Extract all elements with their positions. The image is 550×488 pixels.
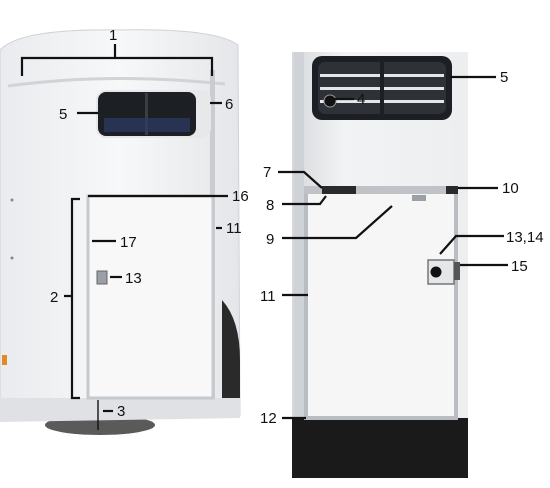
hinge-left: [322, 186, 356, 194]
label-3: 3: [117, 403, 125, 420]
label-1: 1: [109, 27, 117, 44]
label-r15: 15: [511, 258, 528, 275]
bracket-2: [70, 197, 80, 400]
leader-r9: [282, 205, 393, 240]
label-11: 11: [226, 220, 242, 237]
door-handle: [96, 270, 108, 285]
roof-edge: [7, 76, 226, 88]
side-window-divider: [145, 93, 148, 135]
label-r4: 4: [357, 91, 365, 108]
right-trailer-figure: 5 4 7 8 9 10 13,14 15 11 12: [260, 52, 544, 478]
rivet: [10, 198, 14, 202]
window-latch: [323, 94, 337, 108]
leader-1: [20, 56, 214, 76]
label-r11: 11: [260, 288, 276, 305]
door-lock-cylinder: [430, 266, 442, 278]
door-top-rail: [304, 186, 458, 194]
label-r8: 8: [266, 197, 274, 214]
fender: [222, 300, 240, 400]
label-r1314: 13,14: [506, 229, 544, 246]
base-strip: [0, 398, 240, 422]
label-13: 13: [125, 270, 142, 287]
label-r10: 10: [502, 180, 519, 197]
label-6: 6: [225, 96, 233, 113]
dark-base: [292, 418, 468, 478]
side-light: [2, 355, 7, 365]
label-r5: 5: [500, 69, 508, 86]
left-trailer-figure: 1 5 6 16 17 11 2 13 3: [0, 27, 249, 435]
escape-door: [86, 194, 215, 400]
label-r12: 12: [260, 410, 277, 427]
rear-door: [304, 188, 458, 420]
door-bolt: [412, 195, 426, 201]
leader-r7: [278, 170, 323, 189]
hinge-right: [446, 186, 458, 194]
rear-window-divider: [380, 62, 384, 114]
door-latch-handle: [454, 262, 460, 280]
label-r9: 9: [266, 231, 274, 248]
label-2: 2: [50, 289, 58, 306]
side-window-reflection: [104, 118, 190, 132]
label-17: 17: [120, 234, 137, 251]
leader-r1314: [439, 234, 504, 255]
label-5: 5: [59, 106, 67, 123]
label-r7: 7: [263, 164, 271, 181]
leader-r8: [282, 195, 327, 206]
label-16: 16: [232, 188, 249, 205]
rivet: [10, 256, 14, 260]
